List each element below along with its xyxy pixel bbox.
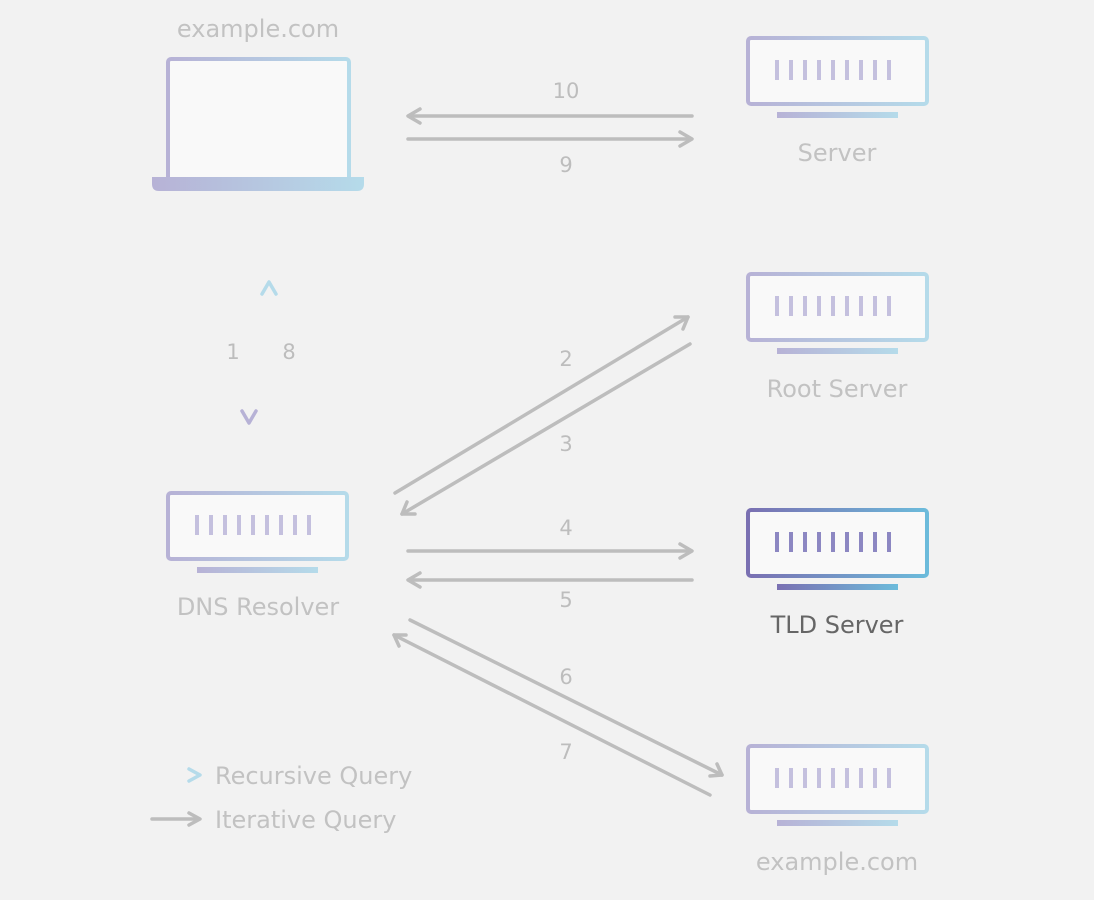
arrow-step-10 (406, 107, 694, 125)
arrow-step-8 (260, 280, 278, 425)
step-label-1: 1 (226, 340, 240, 364)
arrow-step-3 (400, 342, 692, 516)
legend-recursive-arrow (150, 767, 202, 783)
laptop-icon (152, 57, 364, 191)
step-label-4: 4 (559, 516, 573, 540)
tld-server-label: TLD Server (770, 611, 904, 639)
arrow-step-7 (392, 633, 712, 797)
arrow-step-6 (408, 618, 724, 778)
legend-iterative-arrow (150, 811, 202, 827)
step-label-2: 2 (559, 347, 573, 371)
step-label-3: 3 (559, 432, 573, 456)
server-icon-tld (746, 508, 929, 590)
step-label-8: 8 (282, 340, 296, 364)
arrow-step-4 (406, 542, 694, 560)
arrow-step-1 (240, 280, 258, 425)
auth-server-label: example.com (755, 848, 919, 876)
server-icon-root (746, 272, 929, 354)
server-icon-resolver (166, 491, 349, 573)
step-label-9: 9 (559, 153, 573, 177)
server-icon-authoritative (746, 744, 929, 826)
legend-iterative-label: Iterative Query (215, 806, 397, 834)
arrow-step-9 (406, 130, 694, 148)
step-label-6: 6 (559, 665, 573, 689)
web-server-label: Server (797, 139, 877, 167)
step-label-7: 7 (559, 740, 573, 764)
step-label-10: 10 (552, 79, 580, 103)
step-label-5: 5 (559, 588, 573, 612)
legend-recursive-label: Recursive Query (215, 762, 413, 790)
server-icon-web (746, 36, 929, 118)
client-label: example.com (176, 15, 340, 43)
dns-resolver-label: DNS Resolver (176, 593, 340, 621)
root-server-label: Root Server (766, 375, 908, 403)
arrow-step-2 (393, 315, 690, 495)
arrow-step-5 (406, 571, 694, 589)
